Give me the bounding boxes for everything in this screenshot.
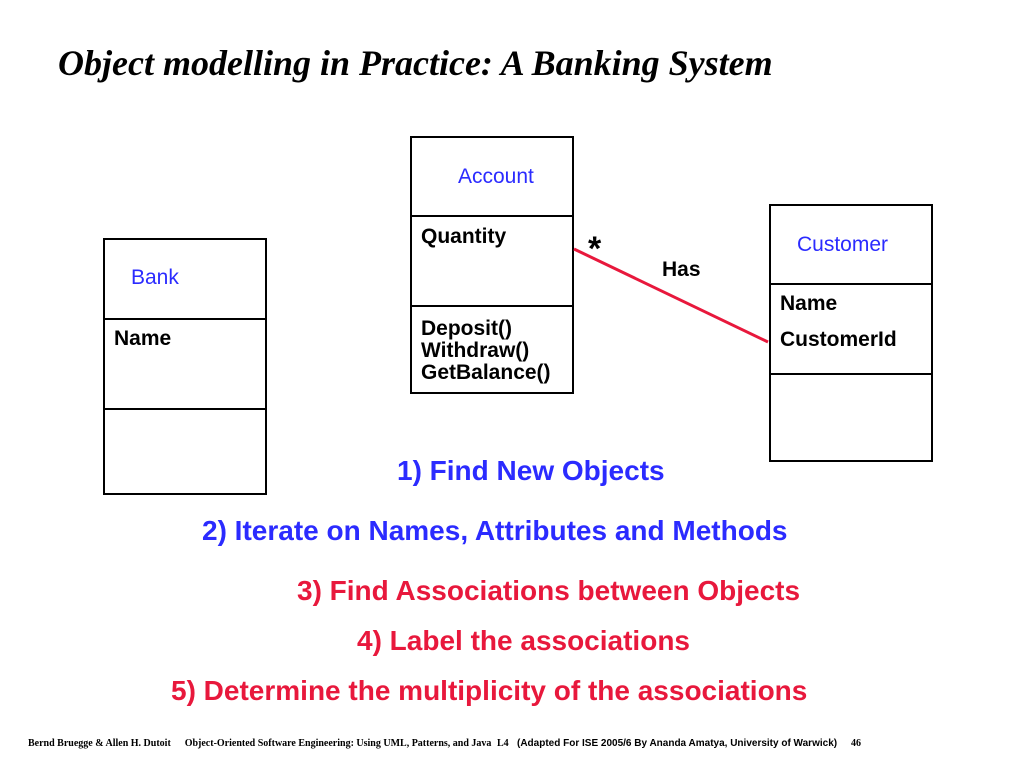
step-item: 3) Find Associations between Objects [297, 575, 801, 606]
bank-class-name: Bank [131, 266, 179, 289]
account-method: Deposit() [421, 317, 512, 340]
account-class-name: Account [458, 165, 534, 188]
customer-attribute: Name [780, 292, 838, 315]
step-item: 4) Label the associations [357, 625, 690, 656]
slide-footer: Bernd Bruegge & Allen H. Dutoit Object-O… [28, 738, 861, 749]
customer-attribute: CustomerId [780, 328, 897, 351]
customer-class-name: Customer [797, 233, 889, 256]
step-item: 2) Iterate on Names, Attributes and Meth… [202, 515, 788, 546]
step-item: 1) Find New Objects [397, 455, 665, 486]
step-item: 5) Determine the multiplicity of the ass… [171, 675, 808, 706]
customer-class-box: Customer Name CustomerId [769, 204, 933, 462]
account-attribute: Quantity [421, 225, 507, 248]
multiplicity-label: * [588, 230, 602, 268]
bank-methods-compartment [105, 408, 265, 493]
bank-attribute: Name [114, 327, 172, 350]
account-methods-compartment: Deposit() Withdraw() GetBalance() [412, 305, 572, 392]
account-name-compartment: Account [412, 138, 572, 215]
footer-book-title: Object-Oriented Software Engineering: Us… [184, 738, 492, 749]
customer-name-compartment: Customer [771, 206, 931, 283]
bank-attributes-compartment: Name [105, 318, 265, 408]
slide-title: Object modelling in Practice: A Banking … [58, 43, 773, 83]
footer-page-number: 46 [851, 738, 861, 749]
footer-adapted-note: (Adapted For ISE 2005/6 By Ananda Amatya… [517, 738, 838, 749]
customer-methods-compartment [771, 373, 931, 460]
bank-class-box: Bank Name [103, 238, 267, 495]
footer-authors: Bernd Bruegge & Allen H. Dutoit [28, 738, 171, 749]
account-class-box: Account Quantity Deposit() Withdraw() Ge… [410, 136, 574, 394]
has-association-line [573, 247, 769, 344]
footer-lecture: L4 [496, 738, 509, 749]
account-attributes-compartment: Quantity [412, 215, 572, 305]
account-method: GetBalance() [421, 361, 551, 384]
customer-attributes-compartment: Name CustomerId [771, 283, 931, 373]
association-label: Has [662, 258, 701, 281]
account-method: Withdraw() [421, 339, 530, 362]
bank-name-compartment: Bank [105, 240, 265, 318]
